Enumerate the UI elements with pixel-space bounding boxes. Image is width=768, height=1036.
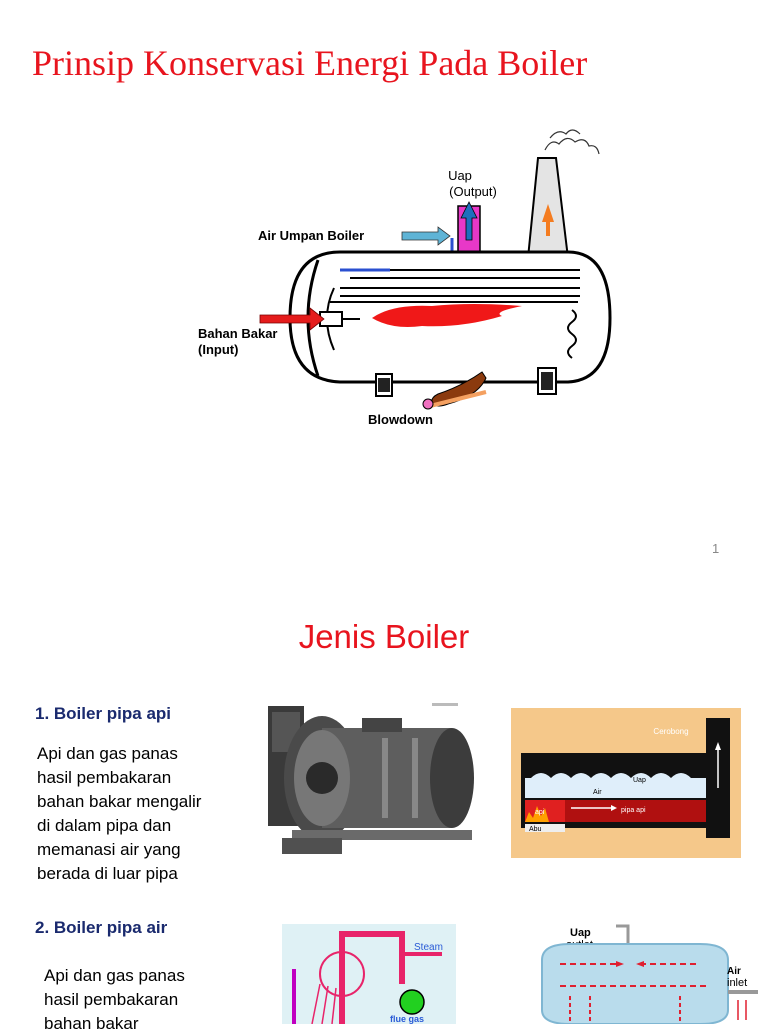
label-fire: api xyxy=(535,809,545,816)
water-tube-diagram-left: Steam flue gas xyxy=(282,924,456,1024)
label-blowdown: Blowdown xyxy=(368,412,433,427)
fire-tube-diagram: Cerobong Uap Air pipa api api Abu xyxy=(511,708,741,858)
label-uap: Uap xyxy=(570,927,591,939)
section-text-water-tube: Api dan gas panas hasil pembakaran bahan… xyxy=(44,966,185,1033)
slide-2: Jenis Boiler 1. Boiler pipa api Api dan … xyxy=(0,590,768,1033)
page-number: 1 xyxy=(712,541,720,556)
label-ash: Abu xyxy=(529,826,542,833)
fire-tube-boiler-photo xyxy=(262,698,478,860)
label-inlet: inlet xyxy=(727,977,747,989)
label-flue-gas: flue gas xyxy=(390,1014,424,1024)
label-steam: Uap xyxy=(633,777,646,784)
steam-up-arrow xyxy=(460,201,478,241)
label-steam: Steam xyxy=(414,942,443,953)
slide-title: Prinsip Konservasi Energi Pada Boiler xyxy=(32,43,588,83)
slide-divider xyxy=(0,572,768,590)
label-air: Air xyxy=(727,966,741,977)
feed-water-arrow xyxy=(401,226,451,246)
slide-1: Prinsip Konservasi Energi Pada Boiler Ua… xyxy=(32,43,720,556)
water-tube-diagram-right: Uap outlet Air inlet xyxy=(541,924,758,1024)
section-heading-fire-tube: 1. Boiler pipa api xyxy=(35,704,172,723)
flame-icon xyxy=(372,304,522,327)
boiler-energy-diagram: Uap (Output) Air Umpan Boiler Bahan Baka… xyxy=(198,129,612,427)
chimney-up-arrow xyxy=(542,204,554,236)
label-input: (Input) xyxy=(198,342,238,357)
section-text-fire-tube: Api dan gas panas hasil pembakaran bahan… xyxy=(37,744,202,883)
label-fuel: Bahan Bakar xyxy=(198,326,277,341)
label-feed-water: Air Umpan Boiler xyxy=(258,228,364,243)
section-heading-water-tube: 2. Boiler pipa air xyxy=(35,918,168,937)
label-water: Air xyxy=(593,789,602,796)
label-uap: Uap xyxy=(448,168,472,183)
label-chimney: Cerobong xyxy=(653,727,688,736)
label-fire-tube: pipa api xyxy=(621,807,646,814)
slide-title: Jenis Boiler xyxy=(298,618,470,655)
fuel-input-arrow xyxy=(259,307,325,331)
label-output: (Output) xyxy=(449,184,497,199)
